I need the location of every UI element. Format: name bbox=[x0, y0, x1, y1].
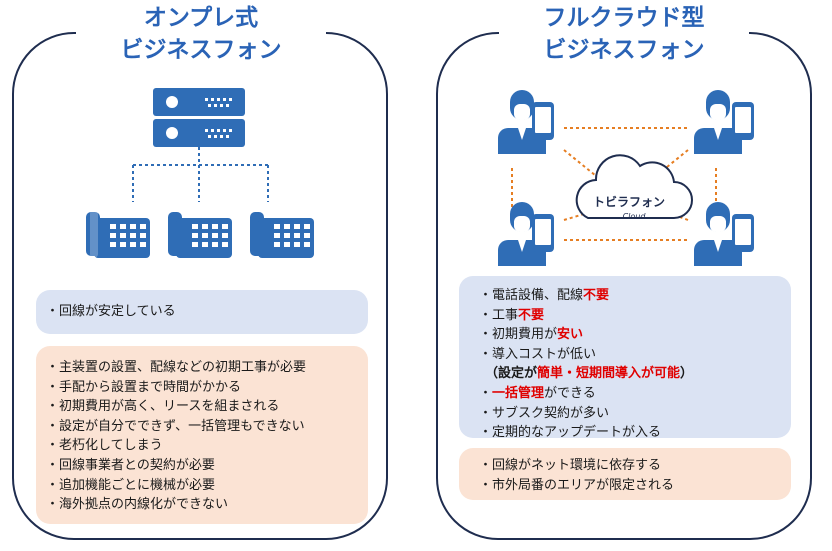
smartphone-icon bbox=[732, 102, 754, 140]
smartphone-icon bbox=[732, 214, 754, 252]
cloud-pro-item: （設定が簡単・短期間導入が可能） bbox=[485, 366, 694, 382]
onpremise-con-item: 海外拠点の内線化ができない bbox=[46, 495, 368, 515]
onpremise-title: オンプレ式 ビジネスフォン bbox=[76, 2, 326, 66]
onpremise-con-item: 手配から設置まで時間がかかる bbox=[46, 378, 368, 398]
desk-phone-icon bbox=[86, 210, 150, 258]
cloud-sub-text: Cloud bbox=[623, 212, 647, 221]
desk-phone-icon bbox=[168, 212, 232, 258]
cloud-pro-item: 一括管理ができる bbox=[479, 384, 791, 404]
onpremise-pro-item: 回線が安定している bbox=[46, 302, 368, 322]
onpremise-con-item: 設定が自分でできず、一括管理もできない bbox=[46, 417, 368, 437]
cloud-pro-item: 初期費用が安い bbox=[479, 325, 791, 345]
network-lines bbox=[132, 147, 269, 202]
onpremise-con-item: 回線事業者との契約が必要 bbox=[46, 456, 368, 476]
cloud-pro-item: 導入コストが低い bbox=[479, 345, 791, 365]
cloud-logo-text: トビラフォン bbox=[593, 194, 665, 209]
onpremise-con-item: 初期費用が高く、リースを組まされる bbox=[46, 397, 368, 417]
cloud-pro-item: サブスク契約が多い bbox=[479, 404, 791, 424]
onpremise-diagram bbox=[86, 88, 314, 258]
server-icon bbox=[153, 88, 245, 147]
onpremise-con-item: 追加機能ごとに機械が必要 bbox=[46, 476, 368, 496]
cloud-diagram: トビラフォン Cloud bbox=[498, 90, 754, 266]
smartphone-icon bbox=[532, 102, 554, 140]
cloud-icon: トビラフォン Cloud bbox=[575, 154, 693, 221]
user-icon bbox=[694, 90, 742, 154]
onpremise-title-line2: ビジネスフォン bbox=[120, 37, 282, 63]
onpremise-title-line1: オンプレ式 bbox=[143, 5, 259, 31]
cloud-pro-item: 定期的なアップデートが入る bbox=[479, 423, 791, 443]
cloud-pro-item: 工事不要 bbox=[479, 306, 791, 326]
cloud-title: フルクラウド型 ビジネスフォン bbox=[499, 2, 749, 66]
onpremise-con-item: 主装置の設置、配線などの初期工事が必要 bbox=[46, 358, 368, 378]
cloud-con-item: 回線がネット環境に依存する bbox=[479, 456, 791, 476]
cloud-con-item: 市外局番のエリアが限定される bbox=[479, 476, 791, 496]
onpremise-pros-box: 回線が安定している bbox=[36, 290, 368, 334]
cloud-title-line2: ビジネスフォン bbox=[543, 37, 705, 63]
desk-phone-icon bbox=[250, 212, 314, 258]
cloud-title-line1: フルクラウド型 bbox=[543, 5, 705, 31]
cloud-pro-item: 電話設備、配線不要 bbox=[479, 286, 791, 306]
onpremise-con-item: 老朽化してしまう bbox=[46, 436, 368, 456]
user-icon bbox=[694, 202, 742, 266]
cloud-pros-box: 電話設備、配線不要 工事不要 初期費用が安い 導入コストが低い （設定が簡単・短… bbox=[459, 276, 791, 440]
cloud-cons-box: 回線がネット環境に依存する 市外局番のエリアが限定される bbox=[459, 448, 791, 500]
smartphone-icon bbox=[532, 214, 554, 252]
onpremise-cons-box: 主装置の設置、配線などの初期工事が必要 手配から設置まで時間がかかる 初期費用が… bbox=[36, 346, 368, 524]
